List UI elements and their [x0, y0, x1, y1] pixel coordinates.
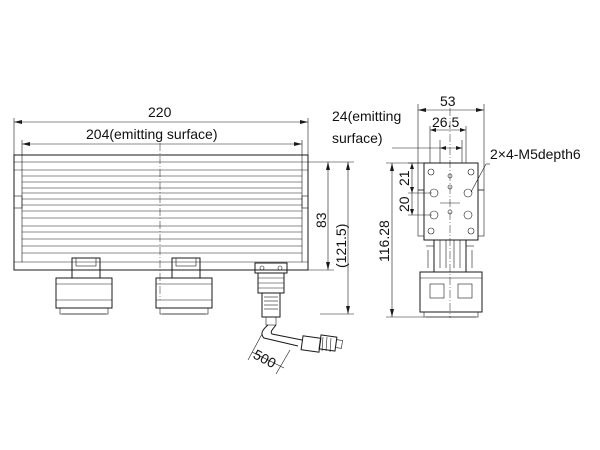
dim-24-label-line1: 24(emitting [332, 108, 401, 124]
cable-connector [254, 262, 288, 326]
dim-116-28-label: 116.28 [376, 220, 392, 262]
dim-500-label: 500 [251, 346, 279, 371]
dim-emitting-length: 204(emitting surface) [21, 126, 303, 170]
dim-220-label: 220 [148, 104, 172, 120]
dim-width-53: 53 [417, 93, 485, 190]
dim-83-label: 83 [313, 212, 329, 228]
mounting-bracket-left [55, 257, 113, 315]
dim-cable-length: 500 [247, 333, 291, 375]
dim-emitting-width: 24(emitting surface) [332, 108, 463, 163]
dim-53-label: 53 [440, 93, 456, 109]
cable [261, 324, 343, 353]
dim-side-height: 116.28 [376, 162, 424, 318]
hole-callout: 2×4-M5depth6 [470, 146, 581, 193]
dim-204-label: 204(emitting surface) [86, 126, 218, 142]
dim-21-label: 21 [396, 170, 412, 186]
hole-spec-label: 2×4-M5depth6 [490, 146, 581, 162]
dim-width-26-5: 26.5 [429, 114, 467, 163]
dim-20-label: 20 [396, 196, 412, 212]
dim-121-5-label: (121.5) [333, 224, 349, 268]
mounting-bracket-right [155, 257, 213, 315]
front-view: 500 220 204(emitting surface) [13, 104, 354, 375]
dim-heights: 83 (121.5) [308, 161, 354, 315]
dim-hole-spacing: 21 20 [396, 162, 432, 216]
dim-24-label-line2: surface) [332, 130, 383, 146]
dim-overall-length: 220 [13, 104, 309, 155]
dim-26-5-label: 26.5 [432, 114, 459, 130]
side-view: 53 26.5 24(emitting surface) 2×4-M5depth [332, 93, 581, 318]
